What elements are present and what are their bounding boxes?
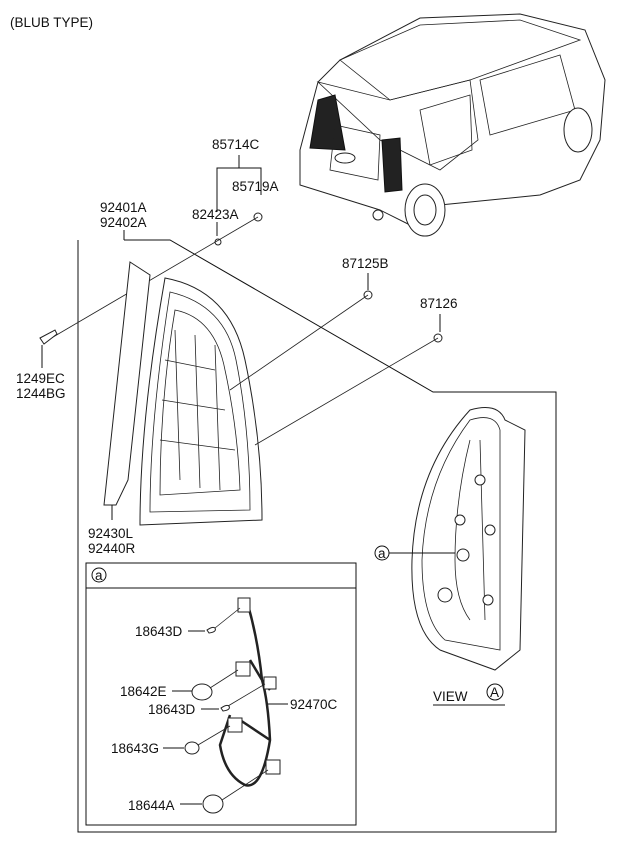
wiring-harness bbox=[218, 597, 281, 787]
part-label-92402A[interactable]: 92402A bbox=[100, 215, 147, 230]
lamp-bracket bbox=[103, 261, 151, 506]
part-label-18643G[interactable]: 18643G bbox=[111, 741, 159, 756]
part-label-1249EC[interactable]: 1249EC bbox=[16, 371, 65, 386]
part-label-87125B[interactable]: 87125B bbox=[342, 256, 389, 271]
car-illustration bbox=[299, 13, 606, 237]
part-label-92440R[interactable]: 92440R bbox=[88, 541, 136, 556]
part-label-18644A[interactable]: 18644A bbox=[128, 798, 175, 813]
part-label-85719A[interactable]: 85719A bbox=[232, 179, 279, 194]
rear-combination-lamp bbox=[139, 277, 263, 526]
part-label-1244BG[interactable]: 1244BG bbox=[16, 386, 66, 401]
view-letter: A bbox=[490, 685, 499, 700]
part-label-18643D-lower[interactable]: 18643D bbox=[148, 702, 196, 717]
part-label-18643D-upper[interactable]: 18643D bbox=[135, 624, 183, 639]
diagram-title: (BLUB TYPE) bbox=[10, 15, 93, 30]
assembly-frame bbox=[77, 239, 557, 833]
part-label-85714C[interactable]: 85714C bbox=[212, 137, 260, 152]
detail-box-letter: a bbox=[95, 568, 103, 583]
part-label-92470C[interactable]: 92470C bbox=[290, 697, 338, 712]
part-label-18642E[interactable]: 18642E bbox=[120, 684, 167, 699]
screw-1249EC bbox=[39, 329, 58, 345]
lamp-rear-view bbox=[411, 407, 526, 671]
part-label-92401A[interactable]: 92401A bbox=[100, 200, 147, 215]
detail-box-a bbox=[85, 562, 357, 826]
part-label-87126[interactable]: 87126 bbox=[420, 296, 458, 311]
part-label-92430L[interactable]: 92430L bbox=[88, 526, 134, 541]
callout-a[interactable]: a bbox=[378, 546, 386, 561]
view-label: VIEW bbox=[433, 689, 468, 704]
part-label-82423A[interactable]: 82423A bbox=[192, 207, 239, 222]
